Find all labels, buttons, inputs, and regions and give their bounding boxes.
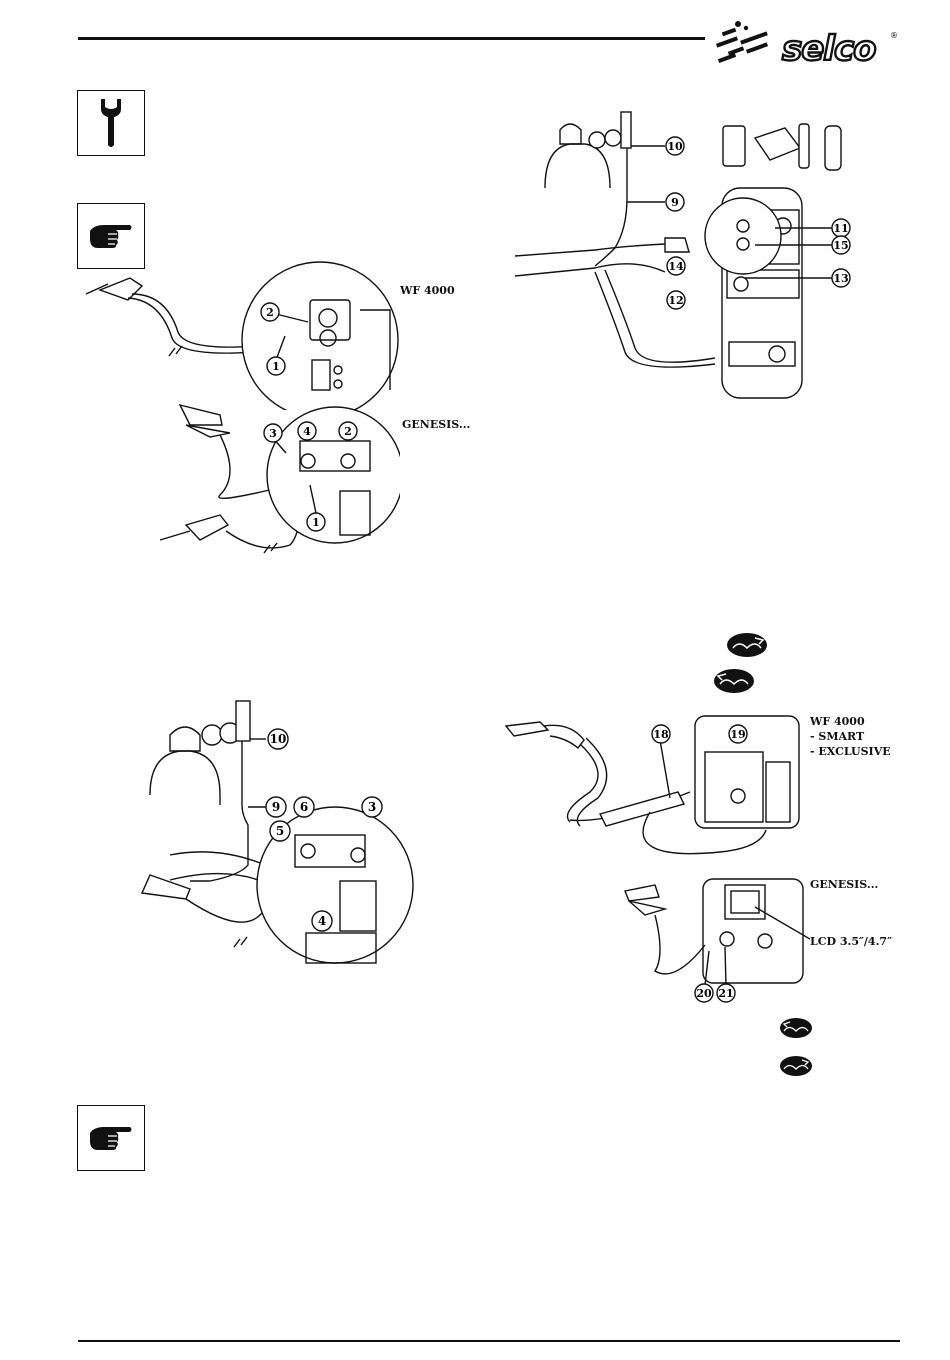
callout-18: 18 bbox=[653, 728, 669, 741]
callout-5: 5 bbox=[276, 824, 284, 838]
callout-2b: 2 bbox=[344, 425, 352, 438]
note-hand-box-2 bbox=[77, 1105, 145, 1171]
label-wf4000-left: WF 4000 bbox=[400, 284, 455, 298]
wire-spool-icon-4 bbox=[778, 1054, 814, 1078]
label-genesis-left: GENESIS... bbox=[402, 418, 470, 432]
callout-12: 12 bbox=[668, 294, 683, 307]
callout-20: 20 bbox=[696, 987, 712, 1000]
label-wf4000-right: WF 4000 bbox=[810, 715, 865, 729]
callout-15: 15 bbox=[833, 239, 848, 252]
svg-text:®: ® bbox=[890, 31, 898, 40]
callout-10b: 10 bbox=[667, 140, 683, 153]
callout-19: 19 bbox=[730, 728, 745, 741]
label-exclusive: - EXCLUSIVE bbox=[810, 745, 891, 759]
wrench-icon bbox=[91, 97, 131, 149]
label-genesis-right: GENESIS... bbox=[810, 878, 878, 892]
callout-4: 4 bbox=[303, 425, 311, 438]
brand-name: selco bbox=[782, 29, 876, 69]
figure-torch-wf4000: 18 19 bbox=[500, 712, 805, 862]
callout-10: 10 bbox=[270, 732, 287, 746]
pointing-hand-icon bbox=[88, 1123, 134, 1153]
label-lcd: LCD 3.5″/4.7″ bbox=[810, 935, 892, 949]
label-smart: - SMART bbox=[810, 730, 864, 744]
brand-logo: selco ® bbox=[712, 18, 900, 70]
callout-13: 13 bbox=[833, 272, 848, 285]
figure-torch-genesis: 20 21 bbox=[615, 875, 810, 1005]
header-rule bbox=[78, 37, 705, 40]
figure-mig-connection: 10 9 11 15 14 13 12 bbox=[515, 108, 860, 408]
callout-2: 2 bbox=[266, 306, 274, 319]
figure-wf4000-electrode: 1 2 bbox=[80, 260, 400, 410]
wire-spool-icon-3 bbox=[778, 1016, 814, 1040]
wrench-icon-box bbox=[77, 90, 145, 156]
callout-9: 9 bbox=[272, 800, 280, 814]
callout-1: 1 bbox=[272, 360, 280, 373]
callout-3c: 3 bbox=[368, 800, 376, 814]
wire-spool-icon-1 bbox=[725, 630, 769, 660]
callout-6: 6 bbox=[300, 800, 308, 814]
wire-spool-icon-2 bbox=[712, 666, 756, 696]
callout-21: 21 bbox=[718, 987, 733, 1000]
figure-genesis-electrode: 3 4 2 1 bbox=[150, 395, 400, 580]
callout-14: 14 bbox=[668, 260, 684, 273]
callout-4c: 4 bbox=[318, 914, 326, 928]
callout-3: 3 bbox=[269, 427, 277, 440]
footer-rule bbox=[78, 1340, 900, 1342]
pointing-hand-icon bbox=[88, 221, 134, 251]
callout-1b: 1 bbox=[312, 516, 320, 529]
callout-9b: 9 bbox=[671, 196, 679, 209]
callout-11: 11 bbox=[833, 222, 848, 235]
figure-tig-connection: 10 9 6 3 5 4 bbox=[130, 695, 415, 985]
